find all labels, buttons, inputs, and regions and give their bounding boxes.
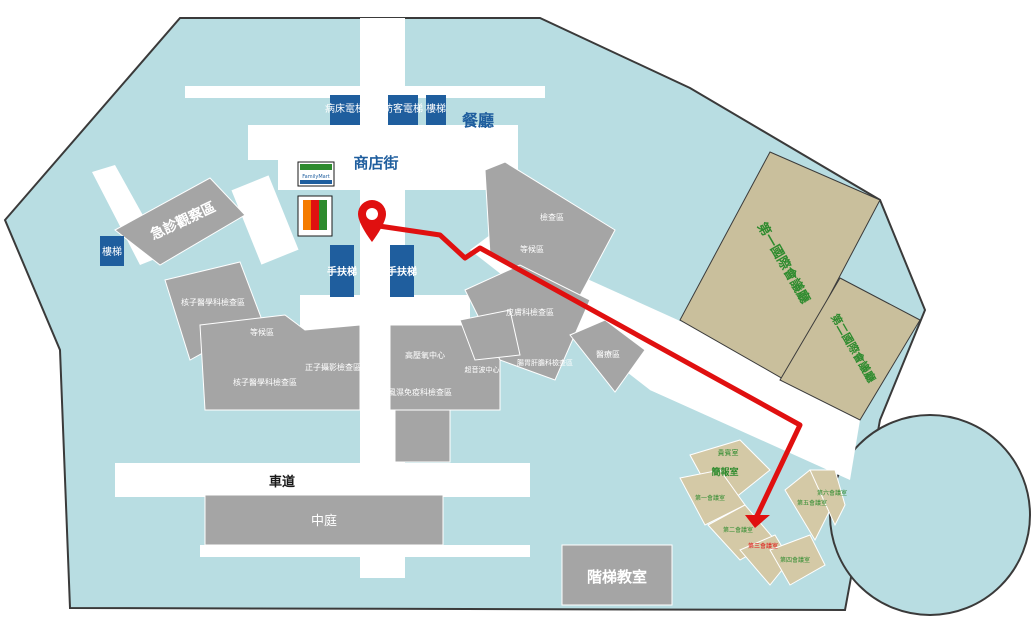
label-guest-room: 貴賓室 xyxy=(718,448,739,457)
label-ultrasound: 超音波中心 xyxy=(465,365,500,374)
label-meeting-room-2: 第二會議室 xyxy=(723,526,753,534)
label-escalator-right: 手扶梯 xyxy=(387,265,417,278)
label-nuclear-medicine: 核子醫學科檢查區 xyxy=(181,297,245,307)
label-stairs-top: 樓梯 xyxy=(426,102,446,115)
label-exam-area: 檢查區 xyxy=(540,212,564,222)
label-restaurant: 餐廳 xyxy=(461,111,494,130)
label-nuclear-medicine-2: 核子醫學科檢查區 xyxy=(233,377,297,387)
label-hyperbaric-center: 高壓氧中心 xyxy=(405,350,445,360)
route-arrow xyxy=(745,515,770,528)
label-patient-elevator: 病床電梯 xyxy=(325,102,365,115)
label-meeting-room-5: 第五會議室 xyxy=(797,499,827,507)
label-courtyard: 中庭 xyxy=(311,513,337,529)
label-pet-imaging: 正子攝影檢查區 xyxy=(305,362,361,372)
label-stairs-left: 樓梯 xyxy=(102,245,122,258)
label-misc-area: 醫療區 xyxy=(596,349,620,359)
label-endoscopy: 腸胃肝膽科檢查區 xyxy=(517,358,573,367)
route-line xyxy=(371,222,803,522)
label-waiting-area-left: 等候區 xyxy=(250,327,274,337)
conference-halls xyxy=(679,151,921,421)
location-pin-icon xyxy=(358,200,386,242)
label-briefing-room: 簡報室 xyxy=(711,466,738,478)
label-meeting-room-4: 第四會議室 xyxy=(780,556,810,564)
label-shop-street: 商店街 xyxy=(353,154,398,172)
label-dermatology: 皮膚科檢查區 xyxy=(506,307,554,317)
label-escalator-left: 手扶梯 xyxy=(327,265,357,278)
label-meeting-room-1: 第一會議室 xyxy=(695,494,725,502)
label-visitor-elevator: 訪客電梯 xyxy=(383,102,423,115)
blue-label-boxes xyxy=(100,95,446,297)
label-meeting-room-3: 第三會議室 xyxy=(748,542,778,550)
label-rheumatology: 風濕免疫科檢查區 xyxy=(388,387,452,397)
label-tiered-classroom: 階梯教室 xyxy=(587,568,647,586)
label-waiting-area-right: 等候區 xyxy=(520,244,544,254)
label-meeting-room-6: 第六會議室 xyxy=(817,489,847,497)
label-familymart: FamilyMart xyxy=(302,174,330,180)
meeting-rooms xyxy=(679,439,846,586)
label-driveway: 車道 xyxy=(269,474,295,490)
round-annex xyxy=(829,414,1031,616)
